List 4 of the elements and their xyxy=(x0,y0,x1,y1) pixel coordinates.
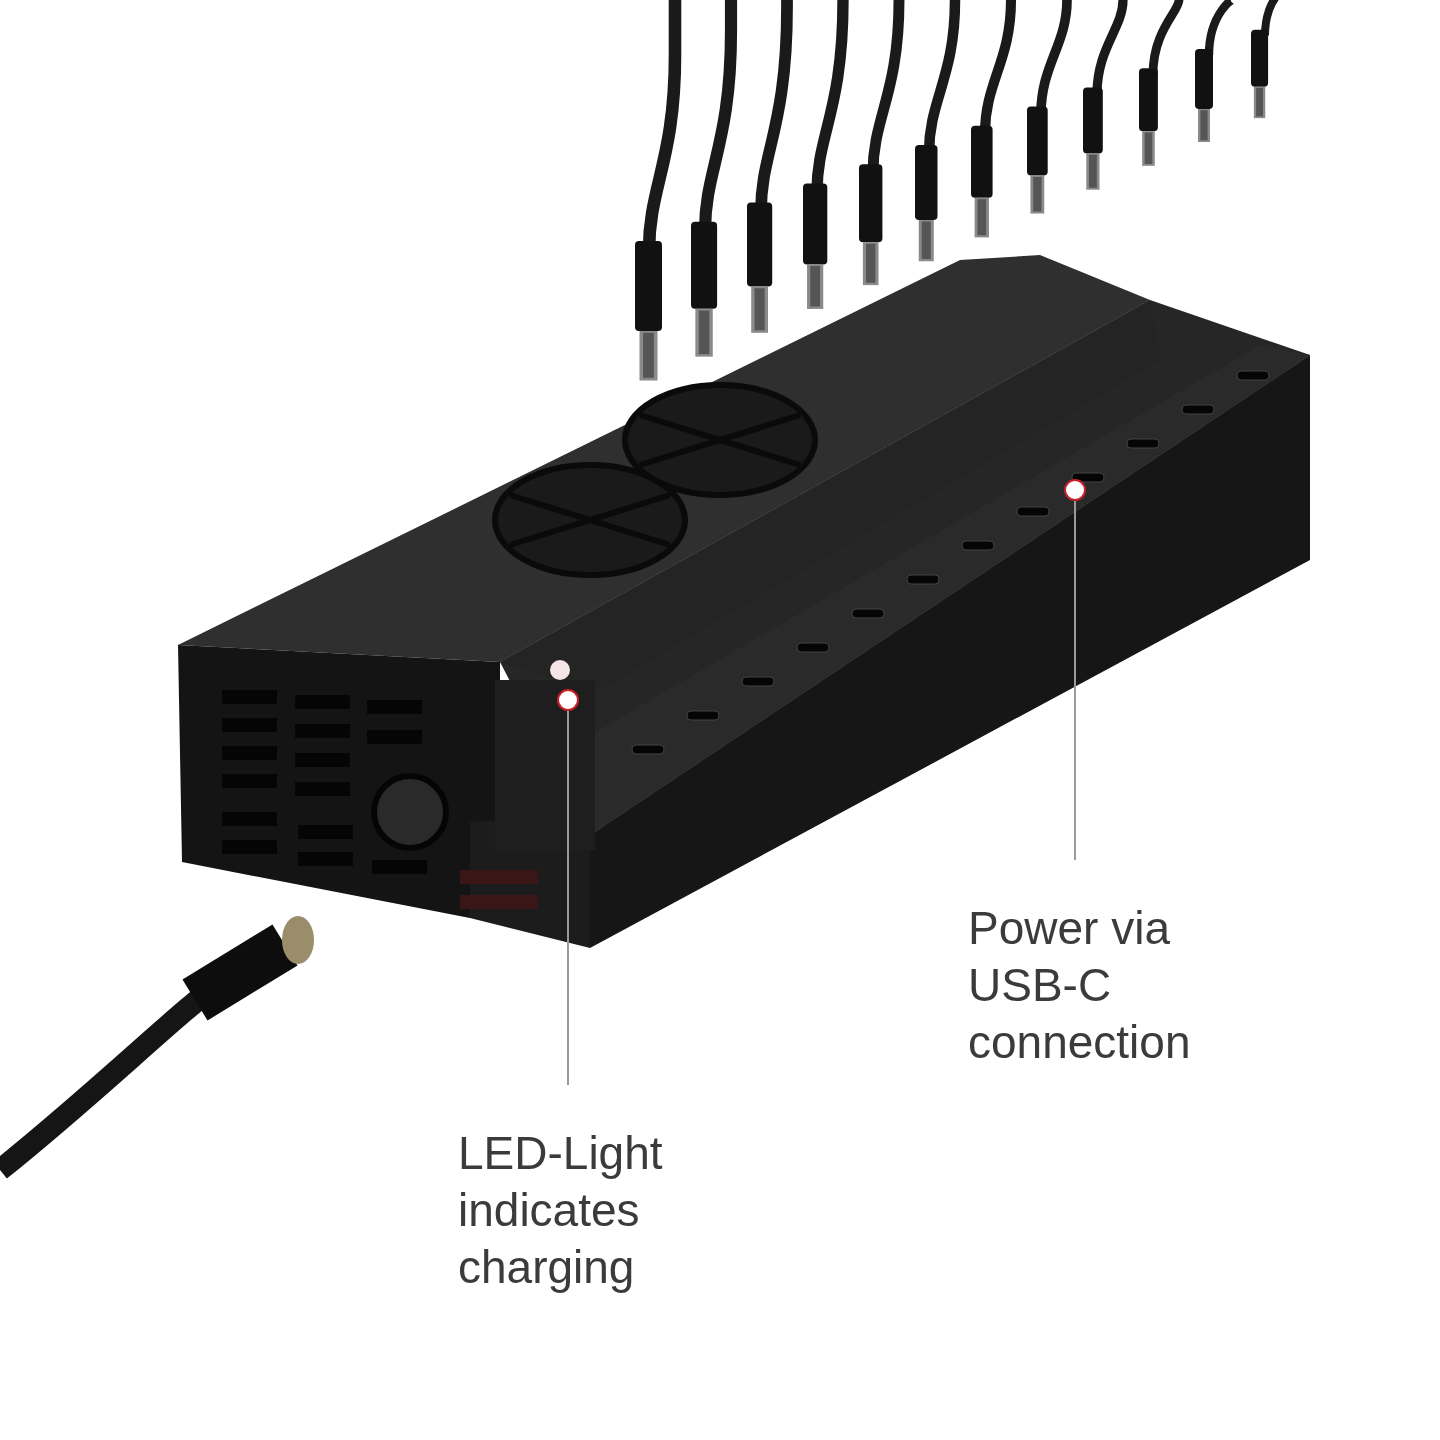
leader-line xyxy=(1074,500,1076,861)
leader-line xyxy=(567,710,569,1086)
callout-text: Power via USB-C connection xyxy=(968,900,1258,1071)
callout-text: LED-Light indicates charging xyxy=(458,1125,758,1296)
